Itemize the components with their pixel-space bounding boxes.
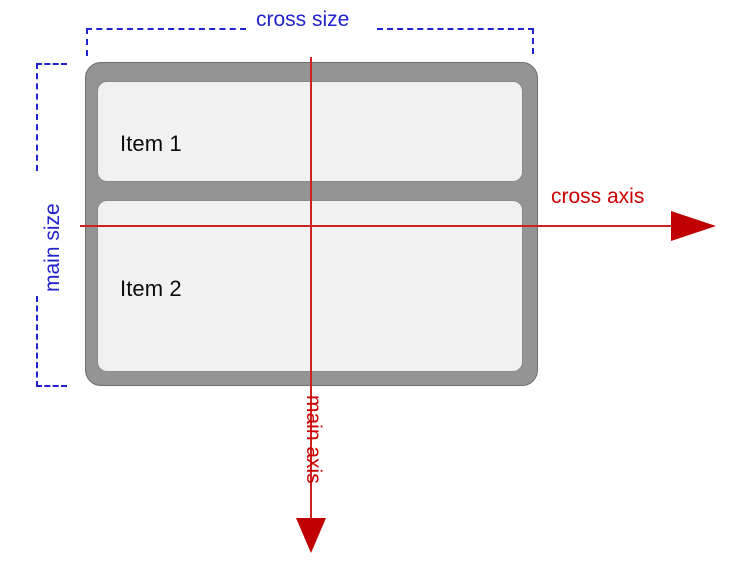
- main-size-bracket-bottom-leg: [36, 385, 67, 387]
- main-axis-line: [310, 57, 312, 520]
- cross-axis-label: cross axis: [551, 185, 645, 208]
- flex-item-1-label: Item 1: [120, 130, 182, 156]
- main-size-label: main size: [41, 203, 64, 292]
- cross-size-bracket-left-leg: [86, 28, 88, 56]
- cross-axis-line: [80, 225, 695, 227]
- main-size-bracket-upper-segment: [36, 63, 38, 171]
- flex-item-2-label: Item 2: [120, 276, 182, 301]
- main-axis-arrowhead-icon: [296, 518, 326, 553]
- main-size-bracket-lower-segment: [36, 296, 38, 387]
- main-axis-label: main axis: [302, 395, 325, 484]
- cross-size-bracket-right-leg: [532, 28, 534, 54]
- cross-size-bracket-right-segment: [377, 28, 534, 30]
- cross-size-label: cross size: [256, 8, 350, 31]
- cross-size-bracket-left-segment: [86, 28, 246, 30]
- cross-axis-arrowhead-icon: [671, 211, 716, 241]
- main-size-bracket-top-leg: [36, 63, 67, 65]
